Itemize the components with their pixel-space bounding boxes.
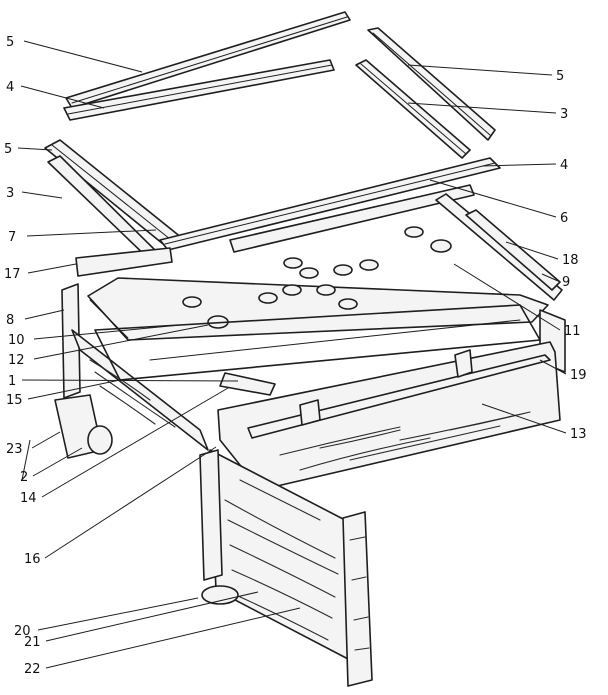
leader-lines: [17, 40, 567, 669]
rail-top-front: [159, 157, 501, 251]
callout-20: 20: [14, 624, 31, 639]
callout-4-top-left: 4: [6, 80, 14, 95]
callout-14: 14: [20, 491, 37, 506]
callout-9: 9: [562, 275, 570, 290]
callout-3-left: 3: [6, 186, 14, 201]
rail-cushion-right: [355, 59, 471, 159]
callout-4-right: 4: [560, 158, 568, 173]
callout-23: 23: [6, 442, 23, 457]
callout-21: 21: [24, 635, 41, 650]
callout-8: 8: [6, 313, 14, 328]
callout-5-mid-left: 5: [4, 142, 12, 157]
callout-7: 7: [8, 230, 16, 245]
rail-cushion-front: [229, 184, 475, 253]
callout-6: 6: [560, 211, 568, 226]
callout-16: 16: [24, 552, 41, 567]
goal-box-left: [54, 394, 113, 459]
callout-15: 15: [6, 393, 23, 408]
callout-13: 13: [570, 427, 587, 442]
rail-top-right: [367, 27, 496, 141]
leg-post-right: [342, 511, 373, 687]
player-figures: [182, 226, 452, 329]
playfield: [87, 277, 549, 341]
callout-12: 12: [8, 353, 25, 368]
callout-10: 10: [8, 333, 25, 348]
callout-1: 1: [8, 374, 16, 389]
callout-2: 2: [20, 470, 28, 485]
leg-post-left: [199, 449, 223, 581]
callout-17: 17: [4, 267, 21, 282]
callout-5-top-left: 5: [6, 35, 14, 50]
rail-side-left-short: [75, 247, 173, 277]
callout-19: 19: [570, 368, 587, 383]
callout-22: 22: [24, 662, 41, 677]
goal-bracket-left: [219, 372, 276, 396]
callout-3-right: 3: [560, 107, 568, 122]
callout-11: 11: [564, 324, 581, 339]
brace-small: [299, 349, 473, 426]
rail-top-back: [65, 11, 351, 109]
callout-18: 18: [562, 253, 579, 268]
rail-cushion-back: [63, 59, 335, 121]
rail-side-right: [435, 193, 563, 301]
cabinet-front-panel: [217, 341, 561, 491]
callout-labels: 5 4 5 3 7 17 8 10 12 1 15 23 2 14 16 20 …: [4, 35, 587, 677]
cabinet-inner-frame: [94, 304, 541, 381]
floor-pad: [201, 585, 239, 605]
callout-5-top-right: 5: [556, 69, 564, 84]
